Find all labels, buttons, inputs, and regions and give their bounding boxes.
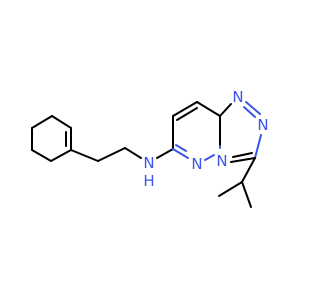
bond-to-triazole-n xyxy=(219,103,232,117)
double-bond-inner xyxy=(232,152,253,158)
structure-canvas: N H N N N N xyxy=(31,88,269,208)
bond xyxy=(172,101,198,117)
bond xyxy=(70,149,99,162)
bond xyxy=(51,115,72,129)
bond-to-nh xyxy=(124,147,142,159)
bond xyxy=(50,149,72,162)
bond-n-n xyxy=(204,154,215,161)
amine-hydrogen-label: H xyxy=(143,172,154,190)
triazole-nitrogen-1-label: N xyxy=(232,88,243,106)
double-bond-inner xyxy=(243,106,256,118)
bond xyxy=(241,181,252,208)
bond xyxy=(230,157,256,163)
isopropyl-group xyxy=(218,157,256,208)
pyridazine-nitrogen-label: N xyxy=(191,155,202,173)
bond xyxy=(31,149,52,162)
triazole-nitrogen-2-label: N xyxy=(257,116,268,134)
bridge-nitrogen-label: N xyxy=(216,152,227,170)
bond xyxy=(31,115,53,129)
double-bond-inner xyxy=(175,144,187,152)
bond xyxy=(196,101,221,117)
bond xyxy=(241,157,256,183)
amine-nitrogen-label: N xyxy=(143,154,154,172)
triazole-ring: N N xyxy=(219,88,269,163)
bond xyxy=(245,101,261,115)
bond-nh-to-ring xyxy=(156,148,174,159)
bond xyxy=(97,147,126,162)
ethyl-linker xyxy=(70,147,142,162)
bond-to-pyridazine-n xyxy=(172,148,189,159)
bond xyxy=(254,134,262,159)
cyclohexene-ring xyxy=(31,115,72,162)
molecule-drawing: N H N N N N xyxy=(31,88,269,208)
bond xyxy=(218,181,243,197)
amine-group: N H xyxy=(143,148,174,190)
pyridazine-ring: N xyxy=(172,101,221,173)
double-bond-inner xyxy=(176,107,198,121)
